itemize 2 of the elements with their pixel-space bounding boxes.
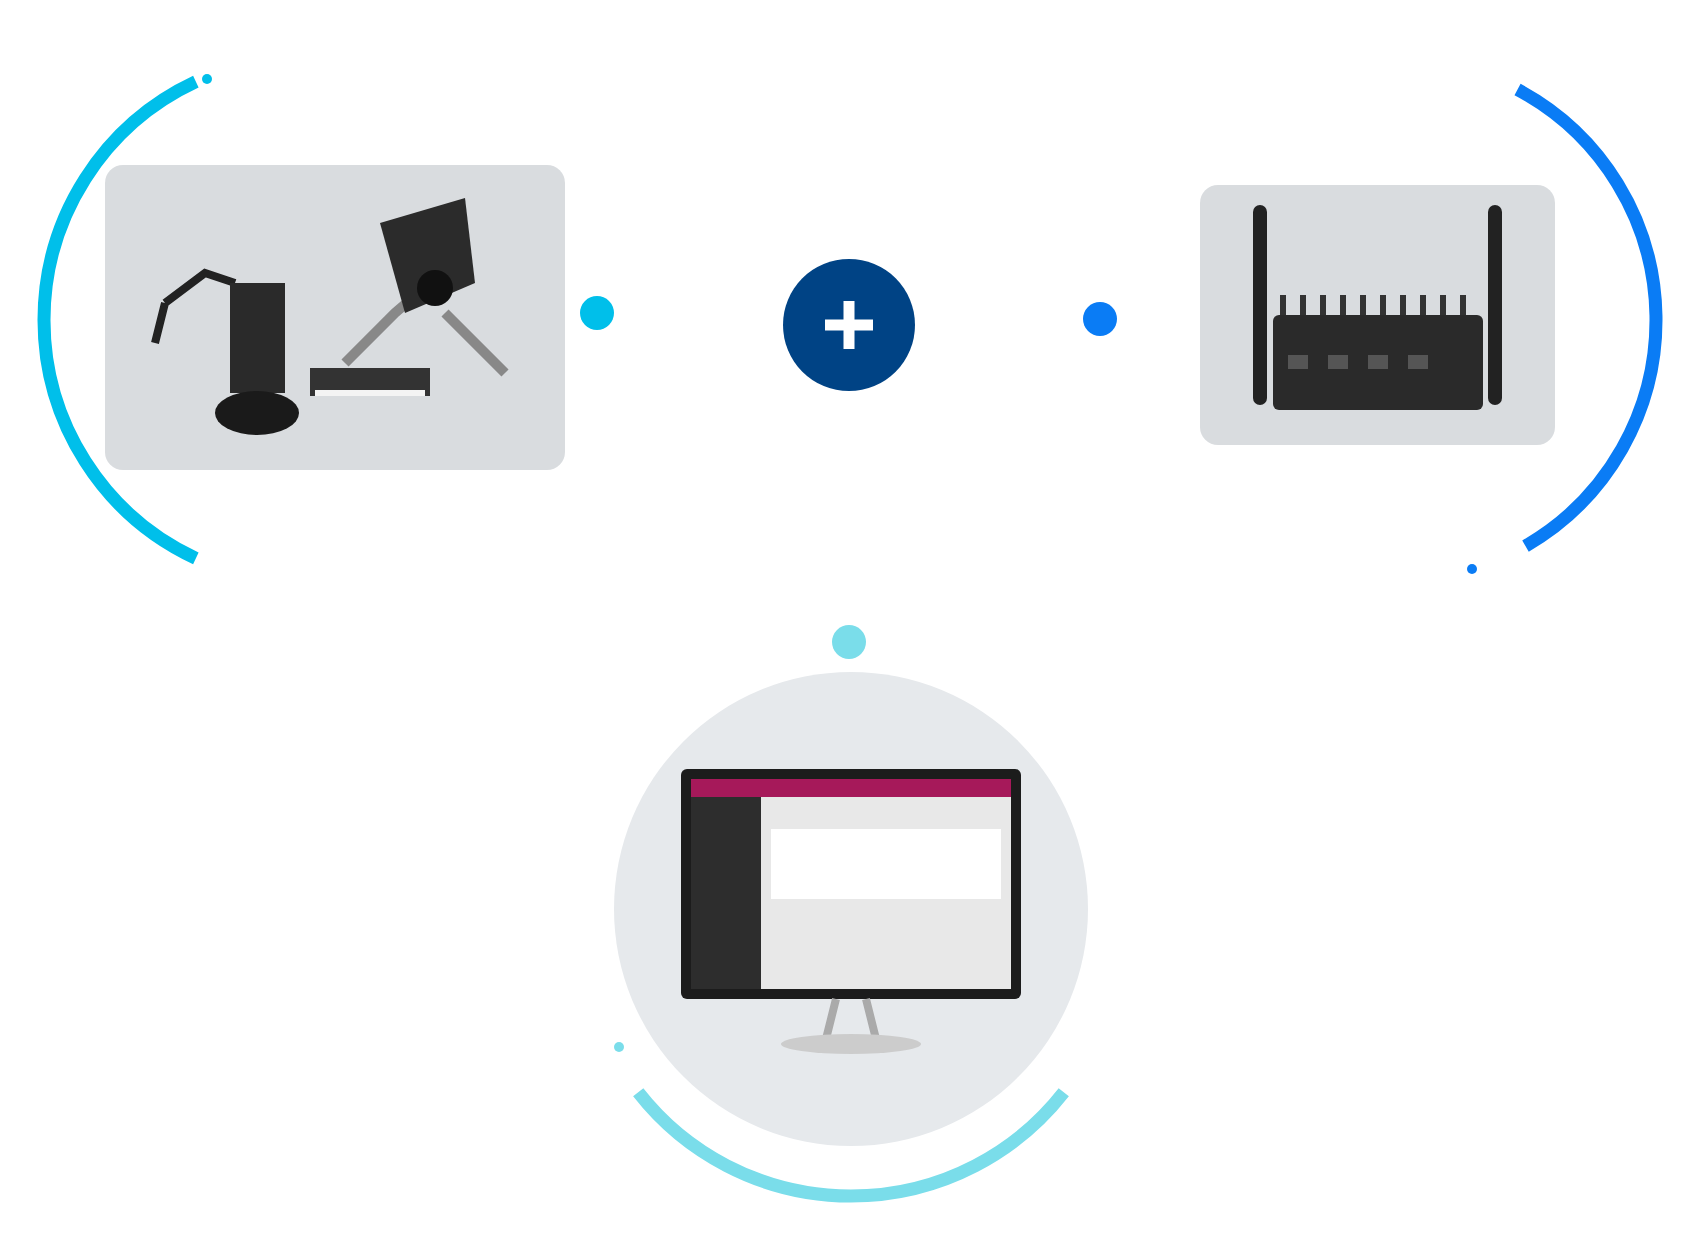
photo-placeholder [105,165,565,470]
photo-placeholder [1200,185,1555,445]
